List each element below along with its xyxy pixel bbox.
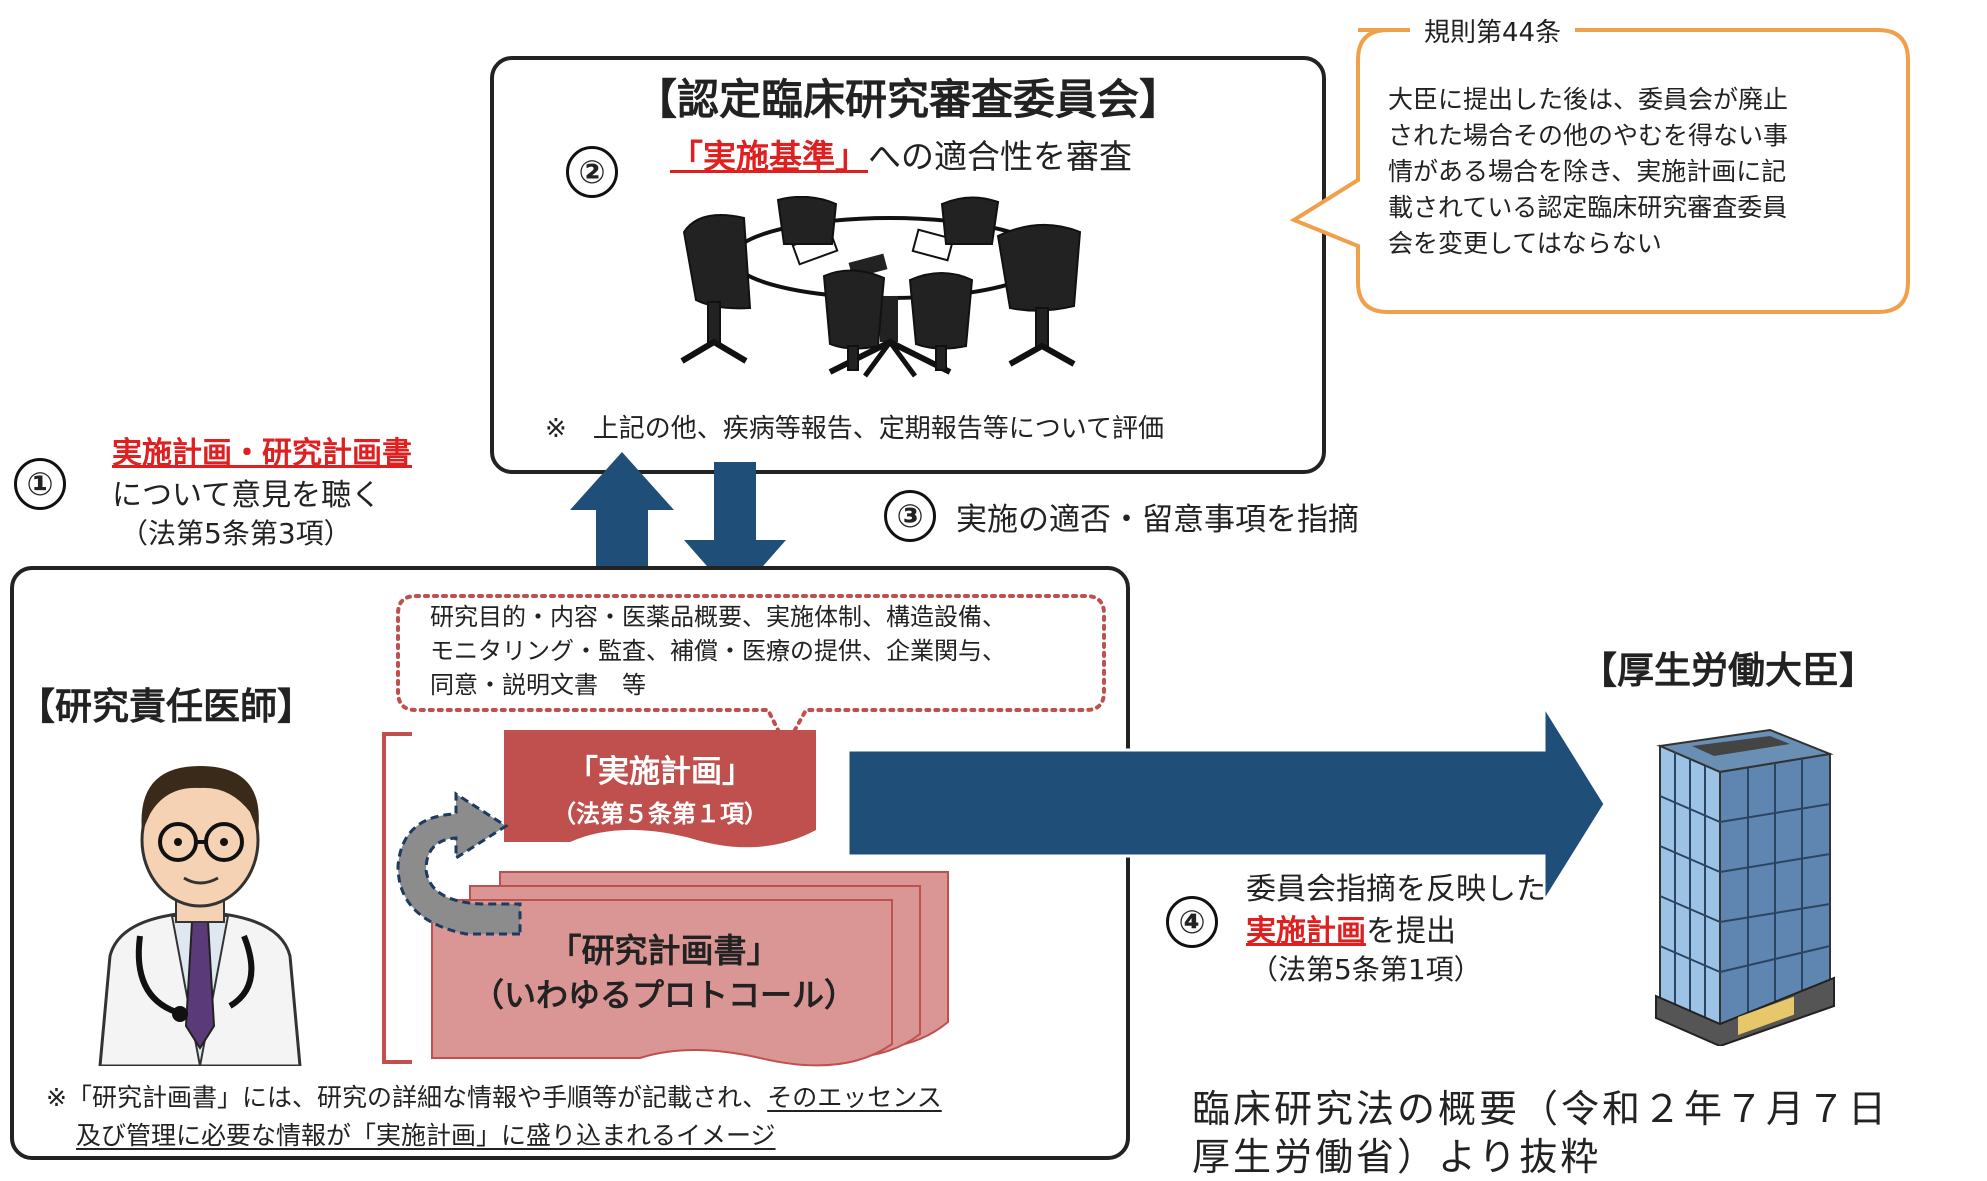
step1-number: ① bbox=[14, 458, 66, 510]
step4-line1: 委員会指摘を反映した bbox=[1246, 872, 1546, 907]
consult-arrows bbox=[570, 452, 786, 598]
criteria-label: 「実施基準」 bbox=[670, 137, 868, 176]
footnote-part-b: そのエッセンス bbox=[767, 1083, 942, 1112]
protocol-subtitle: （いわゆるプロトコール） bbox=[471, 976, 856, 1014]
footnote-part-a: ※「研究計画書」には、研究の詳細な情報や手順等が記載され、 bbox=[46, 1083, 768, 1112]
review-text: への適合性を審査 bbox=[868, 137, 1132, 176]
minister-title: 【厚生労働大臣】 bbox=[1580, 649, 1876, 692]
content-list: 研究目的・内容・医薬品概要、実施体制、構造設備、 モニタリング・監査、補償・医療… bbox=[430, 600, 1006, 702]
ministry-building-illustration bbox=[1655, 728, 1835, 1046]
content-callout-shape bbox=[396, 594, 1106, 751]
plan-law: （法第５条第１項） bbox=[552, 800, 768, 828]
document-bracket bbox=[382, 732, 412, 1064]
step1-docs: 実施計画・研究計画書 bbox=[112, 436, 412, 471]
rule-bubble-title: 規則第44条 bbox=[1410, 12, 1576, 49]
committee-title: 【認定臨床研究審査委員会】 bbox=[634, 75, 1181, 124]
step4-submit-text: を提出 bbox=[1366, 914, 1456, 949]
rule-line: 大臣に提出した後は、委員会が廃止 bbox=[1388, 85, 1789, 114]
content-line: モニタリング・監査、補償・医療の提供、企業関与、 bbox=[430, 637, 1006, 665]
submit-arrow bbox=[848, 706, 1607, 906]
step1-law: （法第5条第3項） bbox=[120, 517, 352, 550]
essence-arrow bbox=[396, 791, 522, 936]
conference-table-illustration bbox=[680, 196, 1082, 378]
rule-bubble-text: 大臣に提出した後は、委員会が廃止 された場合その他のやむを得ない事 情がある場合… bbox=[1388, 82, 1788, 262]
step4-law: （法第5条第1項） bbox=[1250, 953, 1482, 986]
rule-bubble-shape bbox=[1289, 28, 1910, 314]
source-caption-line1: 臨床研究法の概要（令和２年７月７日 bbox=[1192, 1087, 1890, 1131]
review-criteria: 「実施基準」への適合性を審査 bbox=[670, 130, 1132, 178]
content-line: 研究目的・内容・医薬品概要、実施体制、構造設備、 bbox=[430, 603, 1006, 631]
rule-line: 載されている認定臨床研究審査委員 bbox=[1388, 193, 1788, 222]
protocol-document-shape bbox=[431, 871, 949, 1067]
protocol-label: 「研究計画書」 bbox=[548, 931, 780, 970]
rule-line: 情がある場合を除き、実施計画に記 bbox=[1388, 157, 1787, 186]
step4-submit: 実施計画を提出 bbox=[1246, 906, 1456, 950]
footnote-line-2: 及び管理に必要な情報が「実施計画」に盛り込まれるイメージ bbox=[76, 1121, 776, 1150]
step1-text: について意見を聴く bbox=[112, 478, 382, 513]
rule-line: 会を変更してはならない bbox=[1388, 229, 1662, 258]
doctor-illustration bbox=[98, 766, 302, 1066]
rule-line: された場合その他のやむを得ない事 bbox=[1388, 121, 1789, 150]
step3-text: 実施の適否・留意事項を指摘 bbox=[956, 502, 1359, 538]
investigator-title: 【研究責任医師】 bbox=[18, 685, 314, 728]
step4-number: ④ bbox=[1166, 896, 1218, 948]
plan-label: 「実施計画」 bbox=[567, 754, 753, 790]
investigator-footnote: ※「研究計画書」には、研究の詳細な情報や手順等が記載され、そのエッセンス bbox=[46, 1080, 942, 1116]
step2-number: ② bbox=[566, 146, 618, 198]
content-line: 同意・説明文書 等 bbox=[430, 671, 646, 699]
step3-number: ③ bbox=[884, 490, 936, 542]
step4-plan: 実施計画 bbox=[1246, 914, 1366, 949]
plan-document-shape bbox=[504, 730, 816, 848]
source-caption-line2: 厚生労働省）より抜粋 bbox=[1192, 1135, 1602, 1179]
committee-note: ※ 上記の他、疾病等報告、定期報告等について評価 bbox=[545, 414, 1165, 444]
